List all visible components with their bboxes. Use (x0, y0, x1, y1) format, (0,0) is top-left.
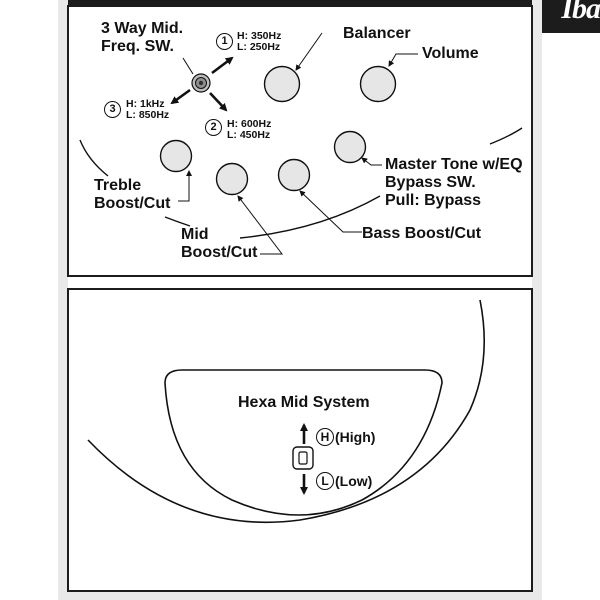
body-outline-curve (489, 127, 523, 145)
controls-diagram-panel (67, 5, 533, 277)
three-way-switch-label: 3 Way Mid. Freq. SW. (101, 20, 184, 55)
mid-label: Mid Boost/Cut (181, 226, 258, 261)
body-outline-curve (79, 139, 109, 177)
arrow-position-2-icon (209, 92, 228, 112)
brand-logo: Iba (561, 0, 600, 25)
treble-label: Treble Boost/Cut (94, 177, 171, 212)
rotary-switch-icon (191, 73, 211, 93)
leader-line (178, 170, 192, 202)
leader-line (182, 57, 194, 75)
position-2-freqs: H: 600Hz L: 450Hz (227, 118, 272, 141)
bass-label: Bass Boost/Cut (362, 225, 482, 242)
leader-line (361, 157, 382, 166)
leader-line (299, 190, 362, 233)
frame-left (58, 0, 68, 600)
arrow-position-1-icon (211, 56, 234, 75)
master-tone-knob-icon (333, 130, 367, 164)
leader-line (295, 32, 323, 71)
high-letter-badge: H (316, 428, 334, 446)
bass-knob-icon (277, 158, 311, 192)
body-outline-curve (87, 299, 486, 524)
low-letter-badge: L (316, 472, 334, 490)
leader-line (388, 53, 418, 67)
toggle-switch-icon (292, 446, 314, 470)
position-1-freqs: H: 350Hz L: 250Hz (237, 30, 282, 53)
balancer-knob-icon (263, 65, 301, 103)
mid-knob-icon (215, 162, 249, 196)
frame-bottom (58, 592, 542, 600)
hexa-mid-title: Hexa Mid System (238, 394, 370, 411)
body-outline-curve (164, 216, 191, 227)
body-outline-curve (239, 195, 381, 239)
arrow-position-3-icon (170, 88, 191, 105)
high-position-label: H(High) (316, 428, 375, 446)
leader-line (237, 195, 284, 255)
volume-knob-icon (359, 65, 397, 103)
position-2-number: 2 (205, 119, 222, 136)
balancer-label: Balancer (343, 25, 411, 42)
master-tone-label: Master Tone w/EQ Bypass SW. Pull: Bypass (385, 156, 523, 209)
frame-right (532, 0, 542, 600)
position-1-number: 1 (216, 33, 233, 50)
position-3-freqs: H: 1kHz L: 850Hz (126, 98, 170, 121)
volume-label: Volume (422, 45, 479, 62)
low-position-label: L(Low) (316, 472, 372, 490)
position-3-number: 3 (104, 101, 121, 118)
treble-knob-icon (159, 139, 193, 173)
